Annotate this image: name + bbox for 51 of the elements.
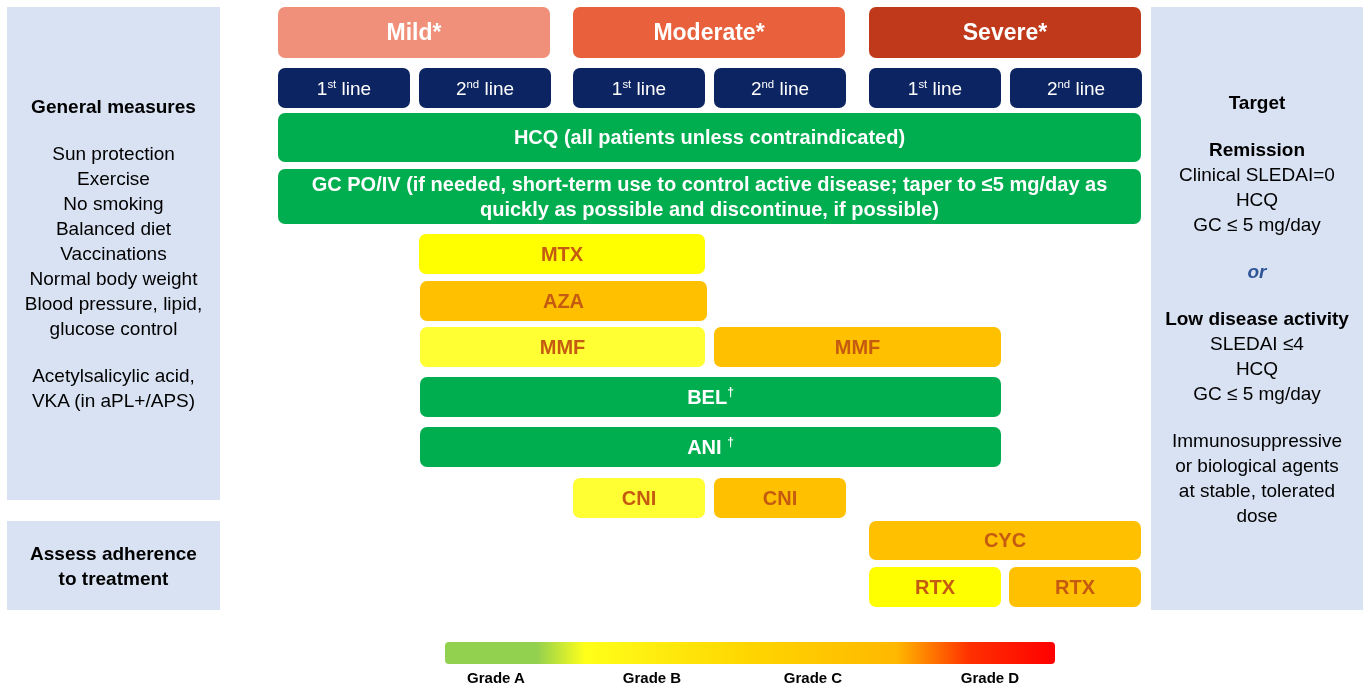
line-label: 1$^{st}$ line (573, 68, 705, 108)
treatment-bar: ANI $^{†}$ (420, 427, 1001, 467)
info-panel (7, 521, 220, 610)
panel-text: GC ≤ 5 mg/day (1193, 381, 1321, 406)
panel-text: Balanced diet (55, 217, 172, 241)
panel-text: Sun protection (52, 142, 175, 166)
panel-text: GC ≤ 5 mg/day (1193, 212, 1321, 237)
treatment-bar: GC PO/IV (if needed, short-term use to control active disease; taper to ≤5 mg/day as quickly as possible and discontinue, if possible) (278, 169, 1141, 224)
panel-text: SLEDAI ≤4 (1210, 331, 1304, 356)
grade-label: Grade A (467, 669, 525, 686)
severity-header: Moderate* (573, 7, 845, 58)
panel-text: Vaccinations (60, 242, 167, 266)
treatment-bar: RTX (1009, 567, 1141, 607)
panel-text: HCQ (1235, 187, 1279, 212)
panel-heading: Assess adherence to treatment (29, 541, 198, 591)
treatment-bar: RTX (869, 567, 1001, 607)
info-panel (1151, 7, 1363, 610)
info-panel (7, 7, 220, 500)
grade-color-scale (445, 642, 1055, 664)
treatment-bar: BEL$^{†}$ (420, 377, 1001, 417)
line-label: 2$^{nd}$ line (714, 68, 846, 108)
panel-text: HCQ (1235, 356, 1279, 381)
panel-heading: Target (1228, 90, 1286, 115)
treatment-bar: MMF (714, 327, 1001, 367)
panel-heading: Low disease activity (1165, 306, 1349, 331)
treatment-bar: MTX (419, 234, 705, 274)
severity-header: Mild* (278, 7, 550, 58)
treatment-bar: CNI (573, 478, 705, 518)
severity-header: Severe* (869, 7, 1141, 58)
panel-heading: Remission (1208, 137, 1306, 162)
line-label: 2$^{nd}$ line (419, 68, 551, 108)
panel-text: No smoking (63, 192, 164, 216)
grade-label: Grade C (783, 669, 843, 686)
panel-text: Acetylsalicylic acid, VKA (in aPL+/APS) (30, 364, 197, 413)
grade-label: Grade B (622, 669, 682, 686)
panel-heading: or (1247, 259, 1267, 284)
grade-label: Grade D (960, 669, 1020, 686)
line-label: 2$^{nd}$ line (1010, 68, 1142, 108)
treatment-bar: HCQ (all patients unless contraindicated) (278, 113, 1141, 162)
line-label: 1$^{st}$ line (278, 68, 410, 108)
treatment-bar: CNI (714, 478, 846, 518)
treatment-bar: CYC (869, 521, 1141, 560)
panel-text: Normal body weight (29, 267, 198, 291)
line-label: 1$^{st}$ line (869, 68, 1001, 108)
panel-text: Blood pressure, lipid, glucose control (23, 292, 204, 341)
panel-heading: General measures (31, 95, 196, 119)
panel-text: Clinical SLEDAI=0 (1179, 162, 1335, 187)
treatment-bar: MMF (420, 327, 705, 367)
panel-text: Immunosuppressive or biological agents at stable, tolerated dose (1171, 428, 1343, 528)
panel-text: Exercise (77, 167, 150, 191)
treatment-bar: AZA (420, 281, 707, 321)
